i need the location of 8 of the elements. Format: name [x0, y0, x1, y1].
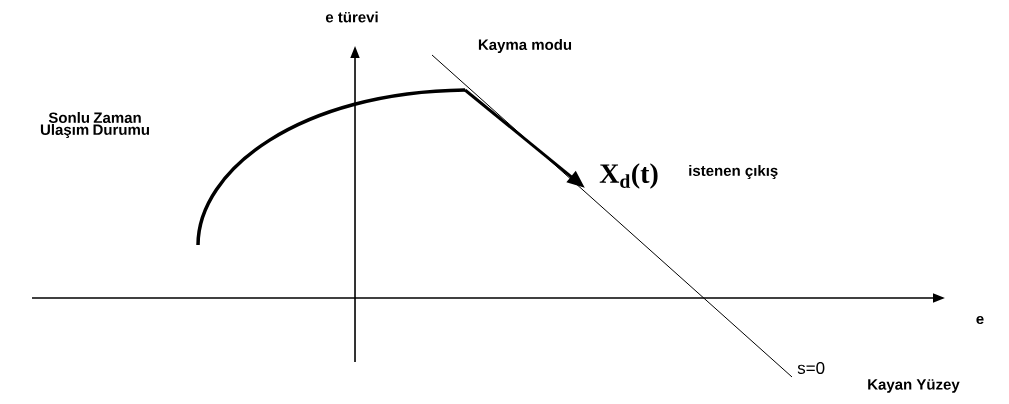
trajectory-label: X$_{d}$(t) [599, 163, 658, 189]
curve-label: Kayma modu [478, 39, 572, 53]
line-label: s=0 [797, 361, 825, 374]
axis-label: e türevi [325, 11, 378, 23]
axis-label: e [976, 315, 984, 325]
phase-label: Sonlu Zaman Ulaşım Durumu [40, 112, 149, 138]
trajectory-label: istenen çıkış [689, 165, 778, 179]
line-label: Kayan Yüzey [868, 379, 960, 393]
